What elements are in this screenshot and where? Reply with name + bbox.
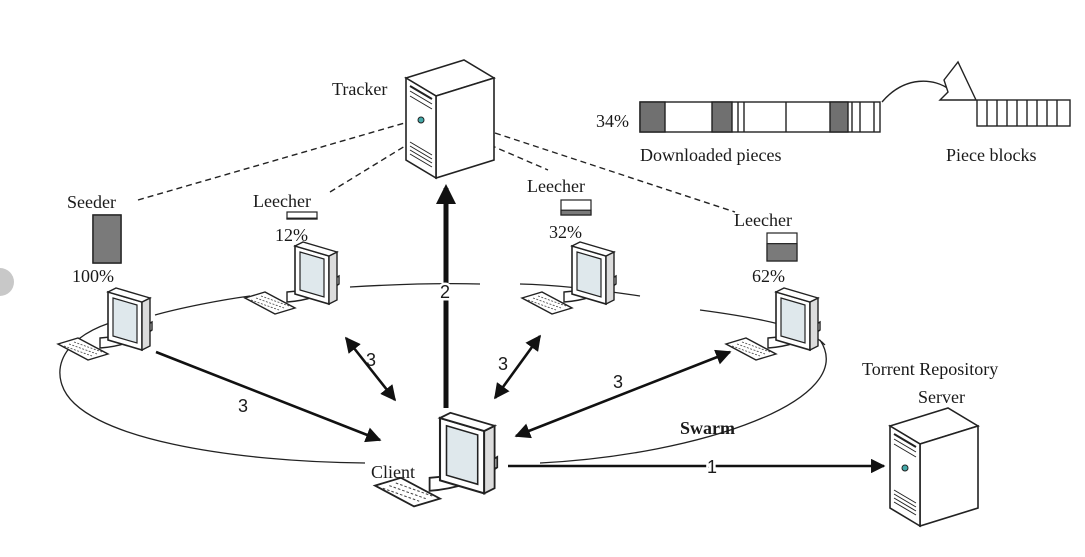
downloaded-label: Downloaded pieces bbox=[640, 145, 781, 165]
leecher-12-percent: 12% bbox=[275, 225, 308, 245]
edge-label-1: 1 bbox=[707, 457, 717, 477]
curved-arrow-head bbox=[938, 60, 978, 101]
tracker-label: Tracker bbox=[332, 79, 387, 99]
repo-label-line2: Server bbox=[918, 387, 965, 407]
tracker-server-icon bbox=[405, 59, 495, 179]
swarm-ellipse bbox=[59, 282, 827, 464]
leecher-62-label: Leecher bbox=[734, 210, 792, 230]
peer-exchange-arrows bbox=[155, 334, 732, 443]
leecher-12-computer-icon bbox=[244, 241, 340, 315]
leecher-12-progress-fill bbox=[286, 217, 318, 220]
seeder-progress-fill bbox=[92, 214, 122, 264]
swarm-label: Swarm bbox=[680, 418, 735, 438]
edge-label-3-leecher62: 3 bbox=[613, 372, 623, 392]
client-label: Client bbox=[371, 462, 415, 482]
edge-label-3-leecher12: 3 bbox=[366, 350, 376, 370]
seeder-label: Seeder bbox=[67, 192, 116, 212]
edge-label-2: 2 bbox=[440, 282, 450, 302]
leecher-62-computer-icon bbox=[725, 287, 821, 361]
leecher-32-computer-icon bbox=[521, 241, 617, 315]
downloaded-pieces-bar bbox=[639, 101, 881, 133]
repo-server-icon bbox=[889, 407, 979, 527]
leecher-62-progress-fill bbox=[766, 243, 798, 262]
edge-label-3-seeder: 3 bbox=[238, 396, 248, 416]
curved-arrow bbox=[881, 80, 951, 103]
tracker-links bbox=[137, 121, 736, 213]
client-computer-icon bbox=[373, 411, 499, 508]
seeder-percent: 100% bbox=[72, 266, 114, 286]
leecher-32-progress-fill bbox=[560, 209, 592, 216]
blocks-label: Piece blocks bbox=[946, 145, 1036, 165]
downloaded-percent: 34% bbox=[596, 111, 629, 131]
leecher-32-label: Leecher bbox=[527, 176, 585, 196]
edge-label-3-leecher32: 3 bbox=[498, 354, 508, 374]
leecher-32-percent: 32% bbox=[549, 222, 582, 242]
scroll-handle[interactable] bbox=[0, 268, 14, 296]
piece-blocks bbox=[976, 99, 1071, 127]
leecher-12-label: Leecher bbox=[253, 191, 311, 211]
leecher-62-percent: 62% bbox=[752, 266, 785, 286]
repo-label-line1: Torrent Repository bbox=[862, 359, 998, 379]
